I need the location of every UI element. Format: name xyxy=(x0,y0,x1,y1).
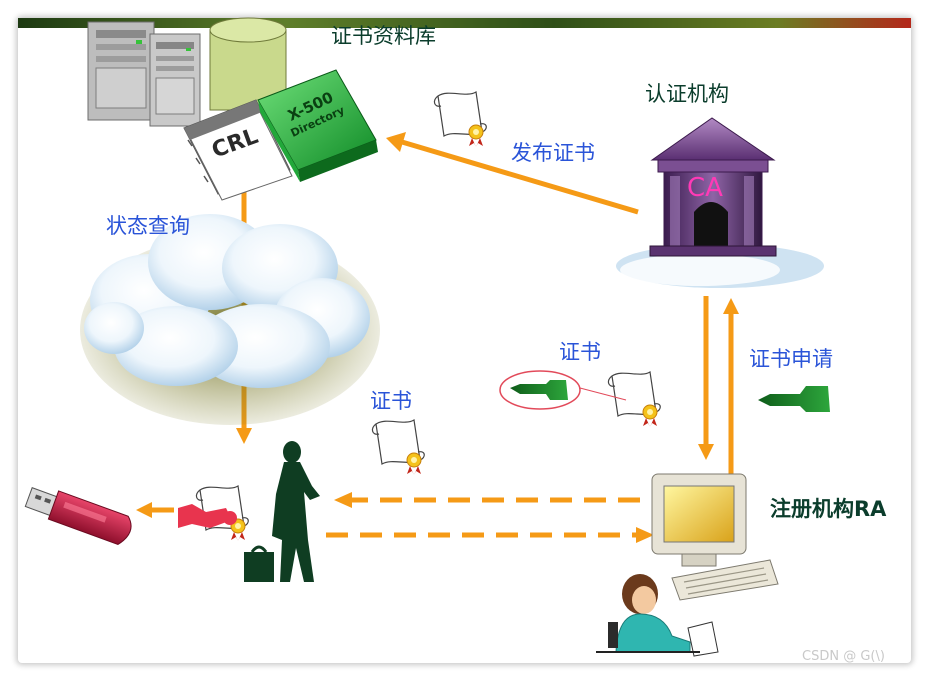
label-status-query: 状态查询 xyxy=(106,214,190,238)
arrow-user-to-ra-dashed xyxy=(326,527,654,543)
label-registration-authority: 注册机构RA xyxy=(770,497,887,521)
arrow-ca-to-ra xyxy=(698,296,714,460)
ca-building-label: CA xyxy=(687,173,723,203)
arrow-ra-to-user-dashed xyxy=(334,492,640,508)
certificate-icon-mid xyxy=(607,371,661,428)
server-icon xyxy=(87,21,201,127)
watermark: CSDN @ G(\) xyxy=(802,649,885,664)
arrow-ra-to-ca xyxy=(723,298,739,478)
certificate-icon-top xyxy=(433,91,487,148)
arrow-to-usb-dashed xyxy=(136,502,174,518)
crl-book-icon: CRL xyxy=(183,99,293,201)
database-cylinder-icon xyxy=(209,17,287,111)
label-certificate-request: 证书申请 xyxy=(749,347,833,371)
businesswoman-icon xyxy=(244,441,320,582)
arrow-issue-certificate xyxy=(386,132,639,215)
operator-woman-icon xyxy=(596,574,719,657)
ca-building-icon: CA xyxy=(616,117,824,288)
key-icon-request xyxy=(758,386,830,412)
top-decor-band xyxy=(18,18,911,28)
label-certificate-repository: 证书资料库 xyxy=(331,24,436,48)
computer-icon xyxy=(651,473,779,601)
usb-key-icon xyxy=(24,487,132,545)
key-icon-highlighted xyxy=(499,370,627,410)
cloud-icon xyxy=(80,214,380,425)
label-certificate-authority: 认证机构 xyxy=(645,82,729,106)
label-certificate-mid: 证书 xyxy=(559,340,601,364)
x500-directory-book-icon: X-500 Directory xyxy=(257,69,378,182)
certificate-with-key-icon xyxy=(178,485,249,542)
label-issue-certificate: 发布证书 xyxy=(511,141,595,165)
certificate-icon-left xyxy=(371,419,425,476)
label-certificate-left: 证书 xyxy=(370,389,412,413)
